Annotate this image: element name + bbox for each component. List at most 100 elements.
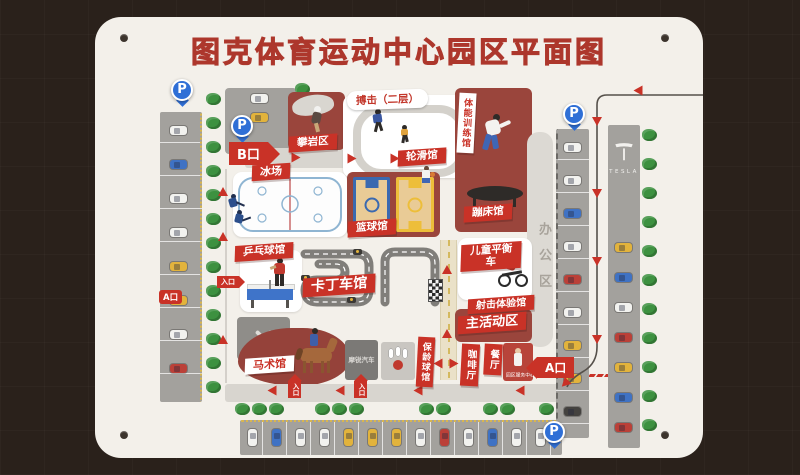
car [170, 126, 187, 135]
gate-b-arrow: B口 [229, 142, 268, 165]
car [248, 429, 257, 446]
car [564, 242, 581, 251]
tesla-charging-strip: TESLA [608, 125, 640, 448]
label-ice-rink: 冰场 [251, 162, 291, 182]
bush [206, 333, 221, 345]
parking-pin-icon: P [231, 115, 253, 144]
route-arrow [592, 257, 602, 266]
go-kart [353, 249, 362, 255]
bush [642, 245, 657, 257]
car [564, 143, 581, 152]
bush [206, 309, 221, 321]
car [344, 429, 353, 446]
basketball-court-yellow [396, 177, 434, 232]
bush [642, 187, 657, 199]
parking-letter: P [171, 79, 193, 101]
car [170, 330, 187, 339]
car [536, 429, 545, 446]
bush [642, 158, 657, 170]
car [615, 363, 632, 372]
finish-line-flag [428, 279, 443, 302]
bush [315, 403, 330, 415]
bush [206, 381, 221, 393]
car [615, 423, 632, 432]
screw-icon [661, 431, 669, 439]
bush [642, 390, 657, 402]
label-boxing: 搏击（二层） [346, 88, 429, 111]
left-parking-strip [160, 112, 202, 402]
car [170, 262, 187, 271]
bowling-ball [393, 360, 403, 370]
bush [642, 129, 657, 141]
bush [500, 403, 515, 415]
bush [252, 403, 267, 415]
label-cafe: 咖啡厅 [459, 343, 481, 386]
bowling-pin [389, 349, 393, 358]
road-arrow-left [267, 385, 277, 396]
bush [235, 403, 250, 415]
car [251, 113, 268, 122]
road-arrow-right [449, 358, 459, 369]
bush [206, 357, 221, 369]
car [564, 275, 581, 284]
car [170, 364, 187, 373]
pingpong-net [269, 280, 271, 289]
bush [642, 361, 657, 373]
car [615, 273, 632, 282]
entrance-arrow-up: 入口 [287, 374, 302, 398]
bush [206, 189, 221, 201]
car [320, 429, 329, 446]
bush [206, 93, 221, 105]
parking-letter: P [563, 103, 585, 125]
bush [436, 403, 451, 415]
screw-icon [120, 431, 128, 439]
car [416, 429, 425, 446]
label-car-showroom: 摩锐汽车 [348, 356, 375, 364]
bush [642, 274, 657, 286]
car [564, 407, 581, 416]
bush [206, 213, 221, 225]
car [464, 429, 473, 446]
bush [642, 332, 657, 344]
car [368, 429, 377, 446]
road-arrow-up [218, 335, 228, 344]
car [296, 429, 305, 446]
parking-pin-icon: P [563, 103, 585, 132]
bowling-pin [403, 349, 407, 358]
road-arrow-up [218, 232, 228, 241]
bush [349, 403, 364, 415]
car [392, 429, 401, 446]
route-arrow [633, 85, 643, 96]
road-arrow-left [335, 385, 345, 396]
car [615, 333, 632, 342]
go-kart [347, 297, 356, 303]
car [512, 429, 521, 446]
screw-icon [661, 34, 669, 42]
label-restaurant: 餐厅 [483, 343, 503, 376]
bush [642, 419, 657, 431]
pingpong-table [247, 289, 293, 300]
bush [483, 403, 498, 415]
car [170, 194, 187, 203]
car [615, 303, 632, 312]
car [564, 341, 581, 350]
car [564, 308, 581, 317]
bush [332, 403, 347, 415]
bush [206, 285, 221, 297]
road-arrow-left [433, 358, 443, 369]
entrance-arrow: 入口 [217, 276, 239, 288]
gate-a-side-tag: A口 [159, 290, 183, 304]
road-arrow-up [218, 187, 228, 196]
parking-pin-icon: P [171, 79, 193, 108]
label-fitness-training: 体能训练馆 [456, 92, 477, 154]
venue-bowling [381, 342, 415, 380]
car [615, 243, 632, 252]
tesla-wordmark: TESLA [609, 169, 639, 175]
road-arrow-right [347, 153, 357, 164]
car [440, 429, 449, 446]
car [170, 160, 187, 169]
bush [419, 403, 434, 415]
bush [206, 261, 221, 273]
venue-car-showroom: 摩锐汽车 [345, 340, 378, 380]
car [251, 94, 268, 103]
